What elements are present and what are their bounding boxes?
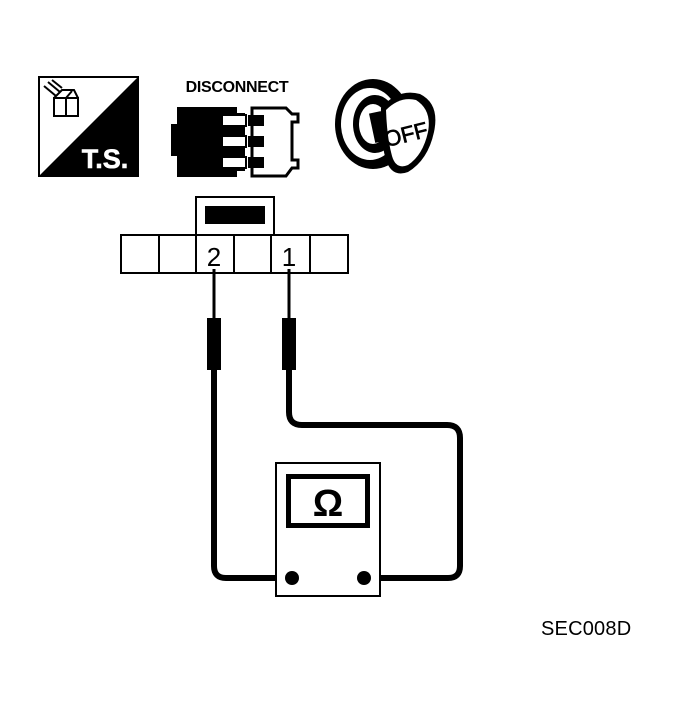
terminal-strip-icon: T.S.	[38, 76, 139, 177]
ts-label: T.S.	[82, 144, 129, 174]
meter-jack-right	[357, 571, 371, 585]
ohmmeter-icon: Ω	[275, 462, 381, 597]
mini-connector-icon	[43, 79, 79, 117]
test-lead-right	[282, 269, 463, 581]
connector-disconnect-icon: DISCONNECT	[171, 79, 300, 178]
ignition-key-icon: OFF	[335, 79, 436, 174]
test-lead-left	[207, 269, 292, 581]
disconnect-label: DISCONNECT	[186, 79, 289, 96]
connector-terminal-block: 2 1	[120, 196, 349, 274]
figure-code: SEC008D	[541, 618, 632, 640]
terminal-label-2: 2	[207, 242, 221, 272]
meter-jack-left	[285, 571, 299, 585]
ohm-symbol: Ω	[313, 483, 343, 525]
terminal-label-1: 1	[282, 242, 296, 272]
